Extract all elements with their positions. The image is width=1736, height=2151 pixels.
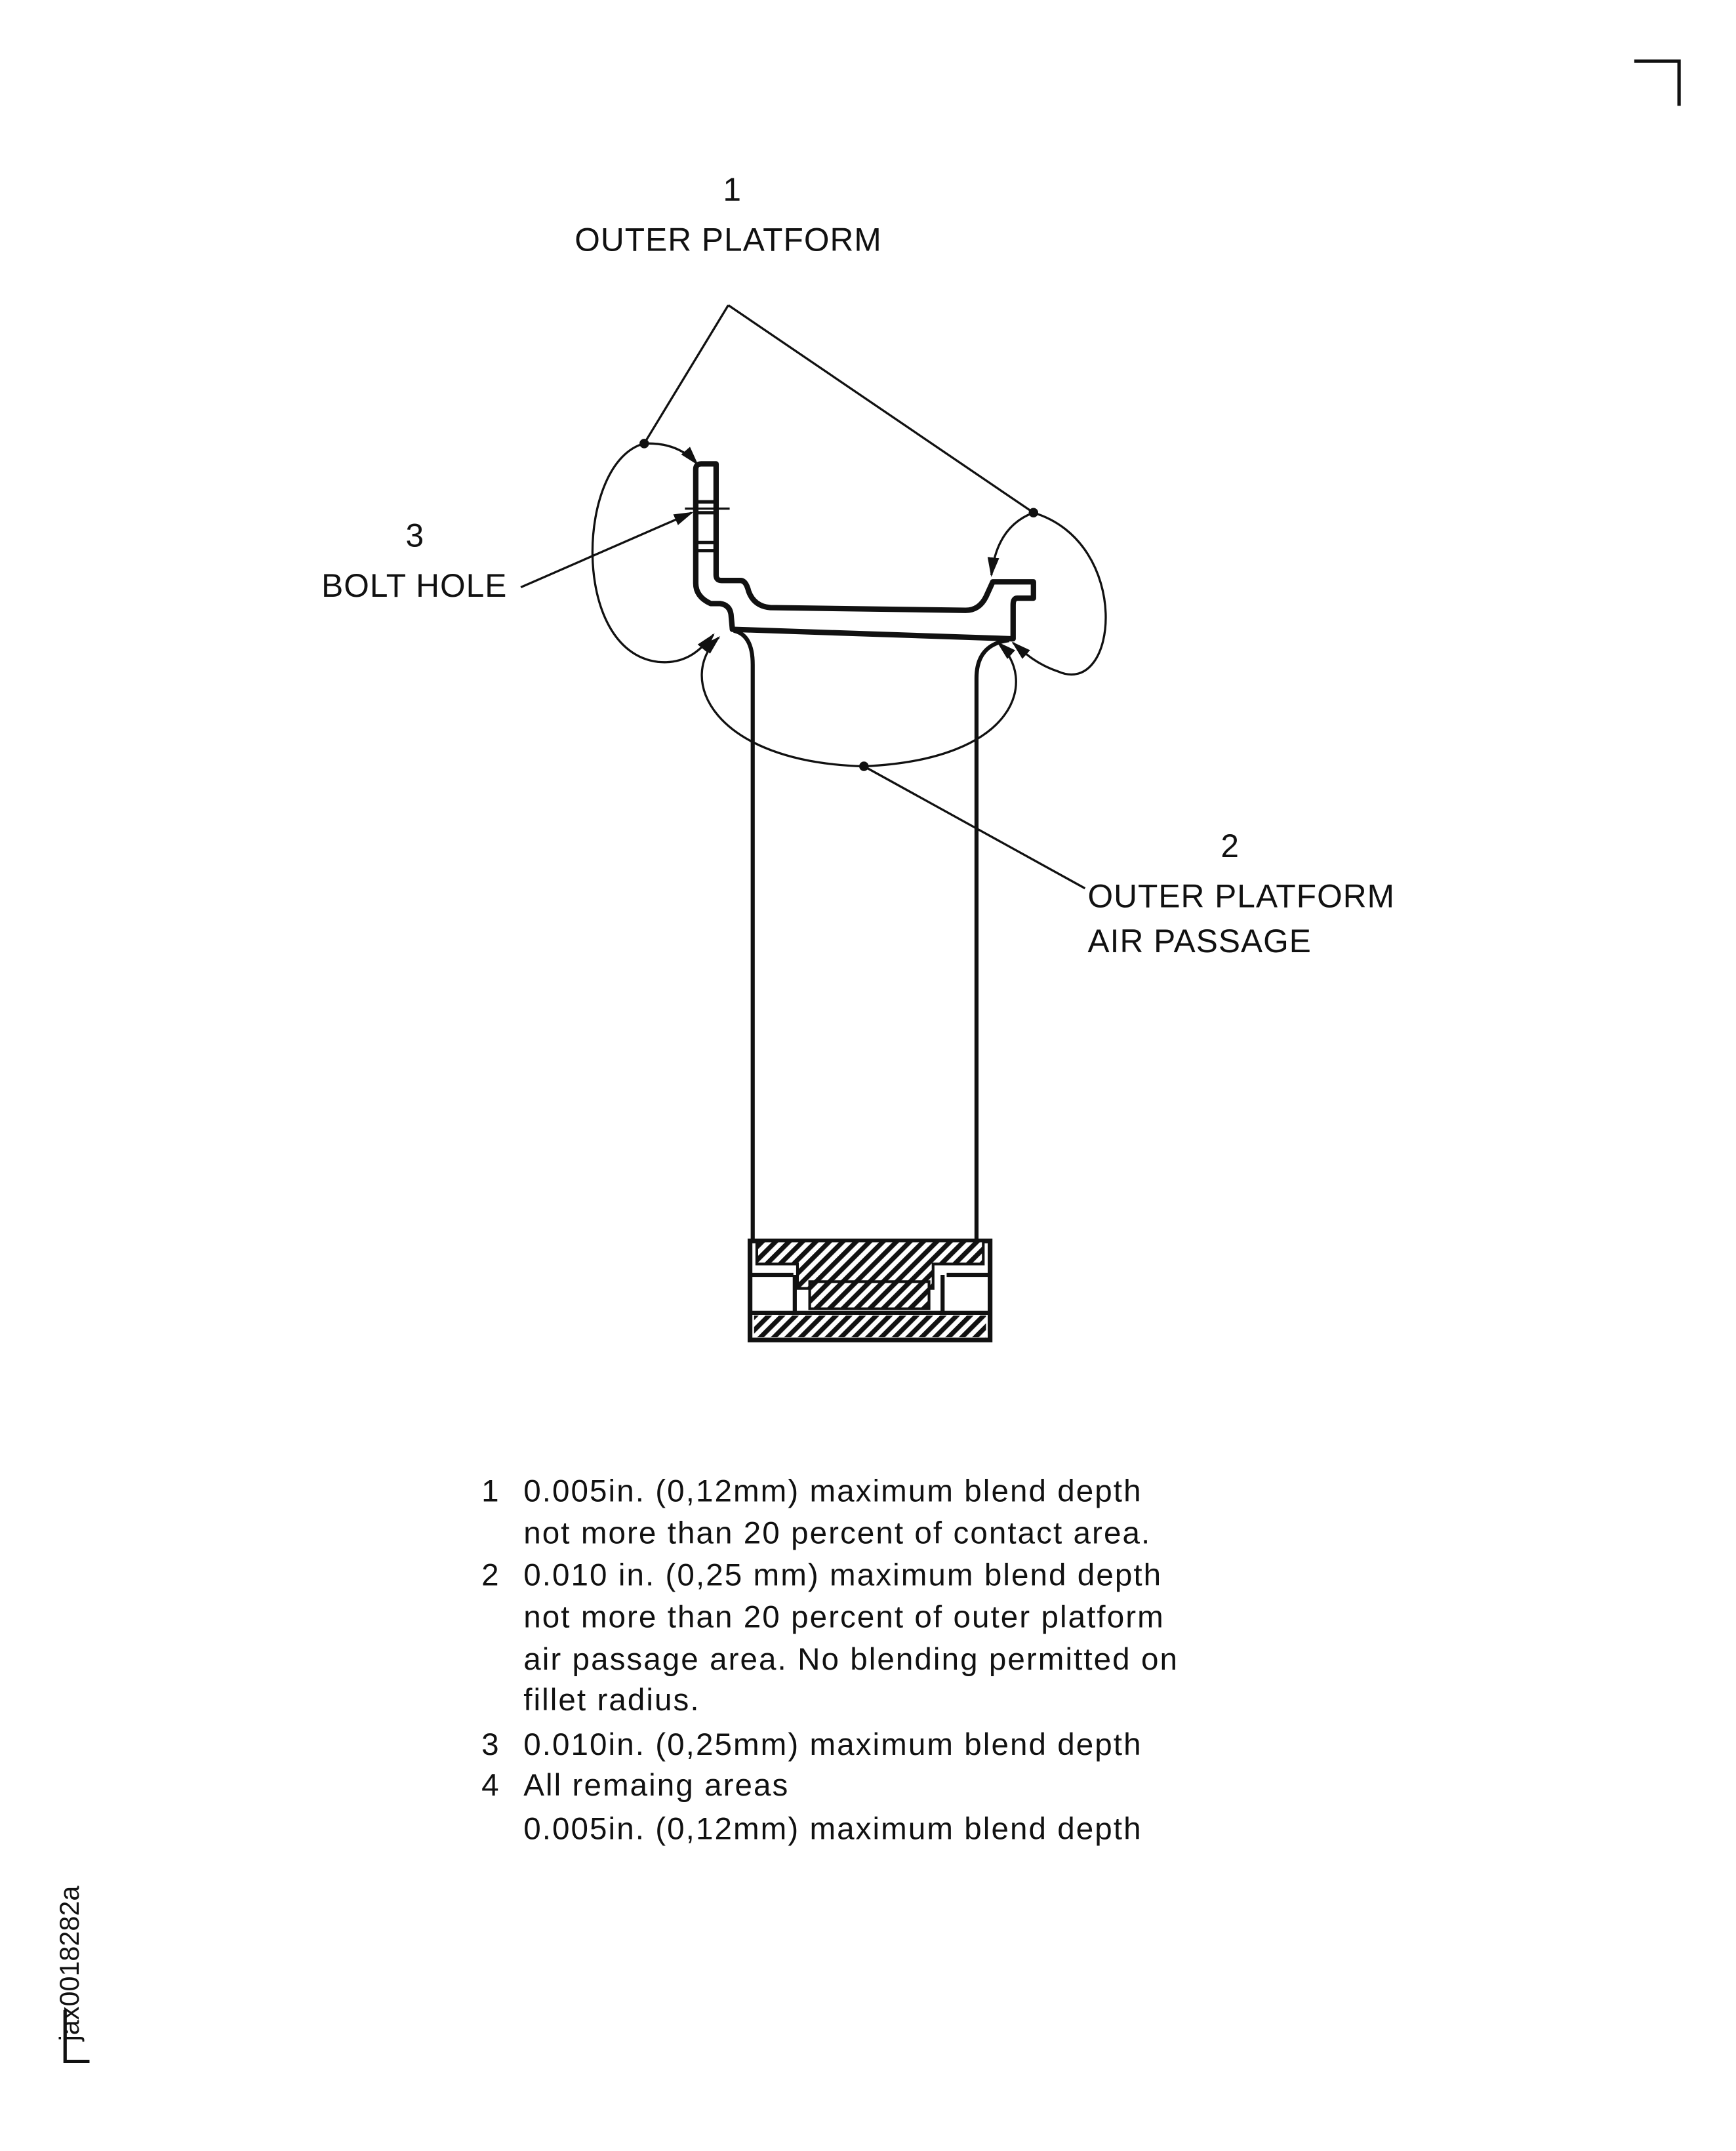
corner-mark-top-right [1634, 59, 1681, 106]
note-2-number: 2 [481, 1558, 500, 1593]
callout-1-leaders [591, 304, 1107, 676]
note-4-line-1: All remaing areas [523, 1768, 789, 1803]
note-3-line-1: 0.010in. (0,25mm) maximum blend depth [523, 1727, 1142, 1762]
vane-part-outline [685, 461, 1036, 1244]
callout-2-leaders [700, 636, 1086, 890]
note-1-line-2: not more than 20 percent of contact area… [523, 1516, 1151, 1550]
corner-mark-bottom-left [63, 2009, 90, 2063]
note-4-number: 4 [481, 1768, 500, 1803]
note-2-line-1: 0.010 in. (0,25 mm) maximum blend depth [523, 1558, 1162, 1593]
callout-2-number: 2 [1221, 828, 1240, 864]
note-2-line-2: not more than 20 percent of outer platfo… [523, 1600, 1165, 1635]
figure-id: jax0018282a [54, 1886, 85, 2043]
callout-2-label-line-2: AIR PASSAGE [1088, 923, 1312, 959]
callout-3-label: BOLT HOLE [321, 567, 507, 604]
note-4-line-2: 0.005in. (0,12mm) maximum blend depth [523, 1811, 1142, 1846]
callout-2-label-line-1: OUTER PLATFORM [1088, 878, 1395, 915]
note-1-line-1: 0.005in. (0,12mm) maximum blend depth [523, 1474, 1142, 1508]
note-1-number: 1 [481, 1474, 500, 1508]
notes-list: 1 0.005in. (0,12mm) maximum blend depth … [481, 1474, 1179, 1846]
note-3-number: 3 [481, 1727, 500, 1762]
callout-1-number: 1 [723, 171, 742, 208]
callout-3-leader [520, 512, 694, 589]
note-2-line-3: air passage area. No blending permitted … [523, 1642, 1179, 1677]
callout-1-label: OUTER PLATFORM [575, 222, 881, 258]
callout-3-number: 3 [405, 517, 424, 553]
note-2-line-4: fillet radius. [523, 1683, 700, 1718]
inner-platform-section [747, 1238, 993, 1342]
